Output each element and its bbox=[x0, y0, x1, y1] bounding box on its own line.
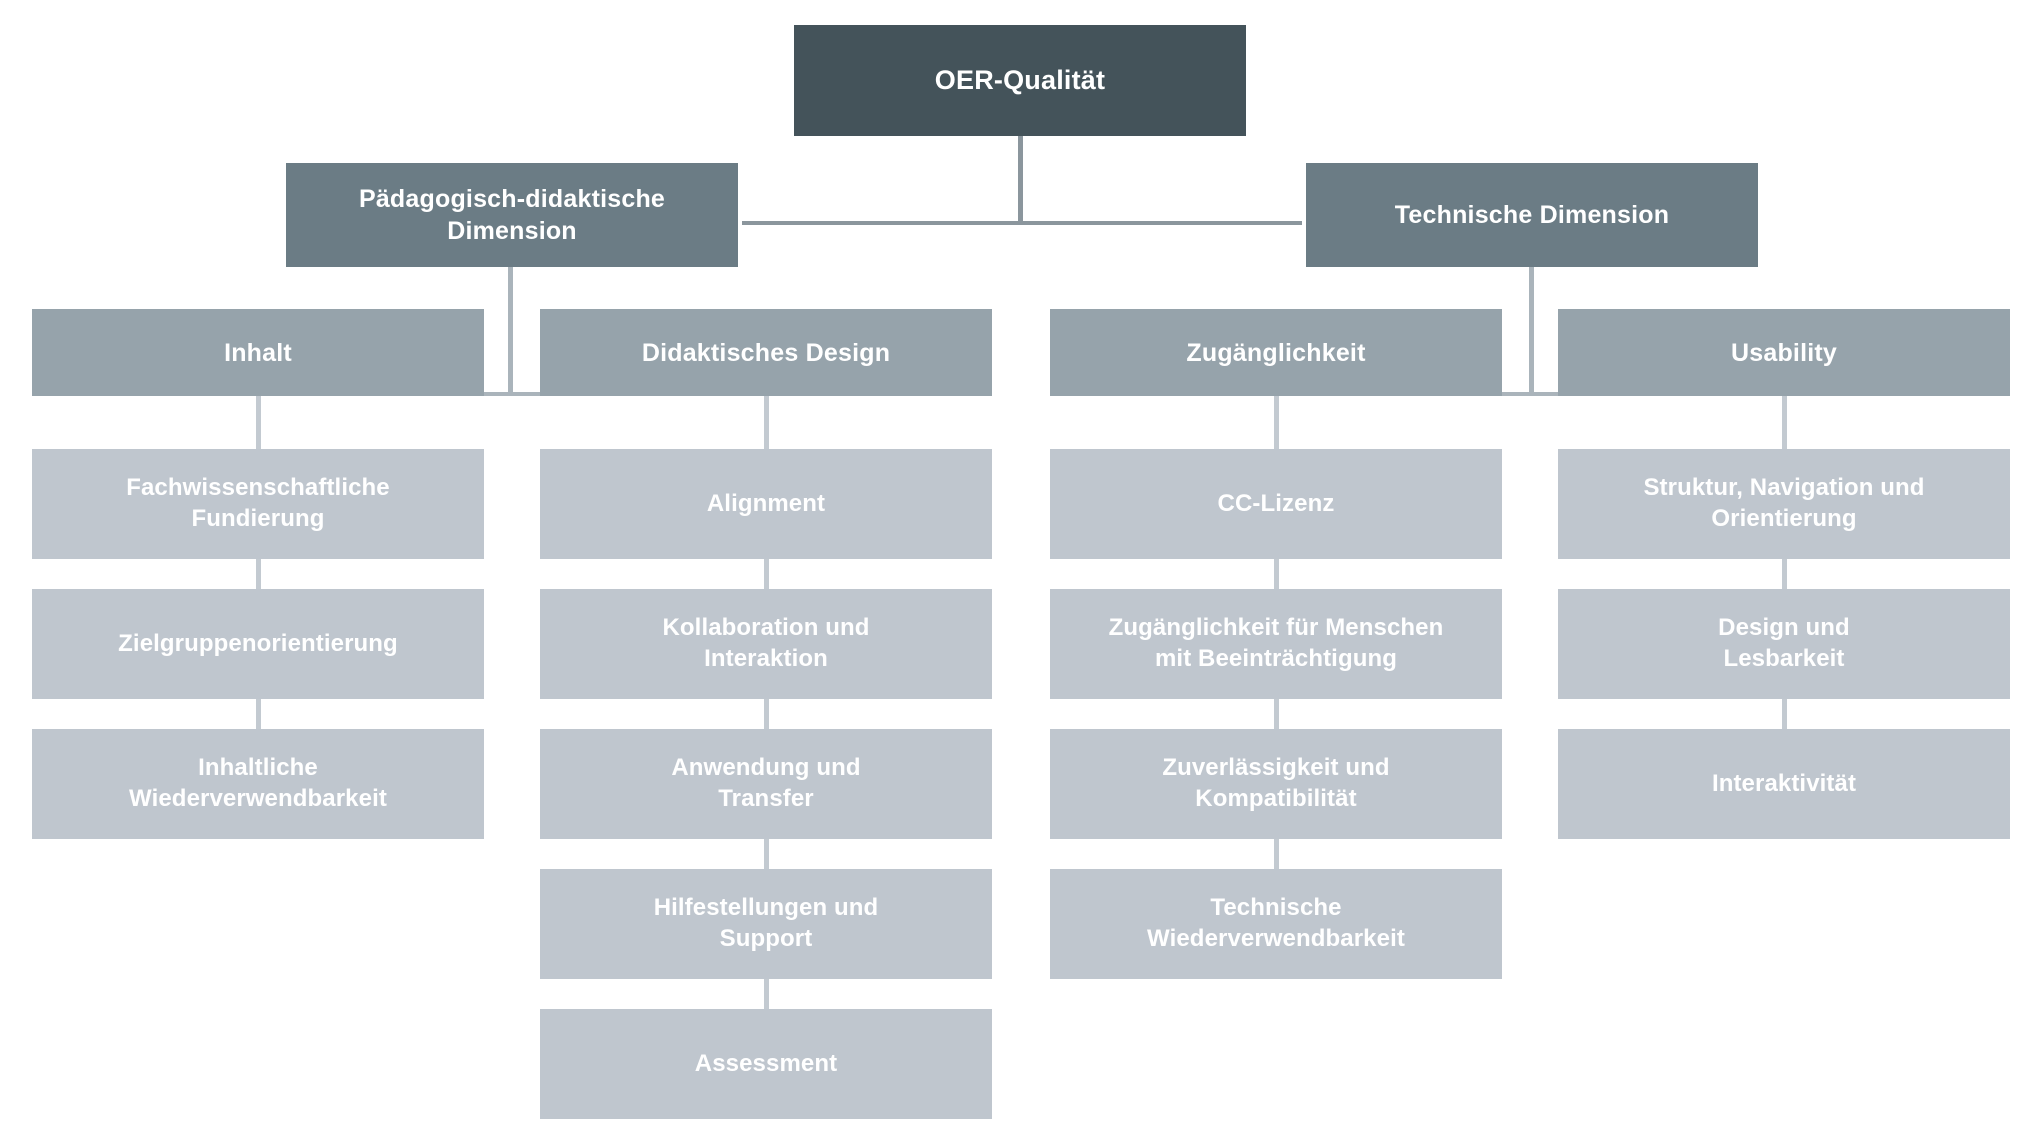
node-criterion-label: Zuverlässigkeit und Kompatibilität bbox=[1162, 754, 1390, 812]
node-criterion-label: Technische Wiederverwendbarkeit bbox=[1147, 894, 1405, 952]
node-criterion-label: Design und Lesbarkeit bbox=[1718, 614, 1850, 672]
node-category-inhalt[interactable]: Inhalt bbox=[32, 309, 484, 396]
connector-right-dimension-vertical bbox=[1529, 267, 1534, 396]
connector-left-category-spine bbox=[258, 392, 758, 396]
node-criterion-assessment[interactable]: Assessment bbox=[540, 1009, 992, 1119]
node-criterion-kollaboration-und-interaktion[interactable]: Kollaboration und Interaktion bbox=[540, 589, 992, 699]
node-criterion-label: Interaktivität bbox=[1711, 769, 1857, 797]
node-dimension-label: Pädagogisch-didaktische Dimension bbox=[358, 185, 666, 245]
node-category-label: Usability bbox=[1731, 338, 1837, 367]
node-criterion-label: Alignment bbox=[706, 489, 826, 517]
node-category-label: Zugänglichkeit bbox=[1186, 338, 1366, 367]
node-root-label: OER-Qualität bbox=[934, 65, 1106, 96]
node-category-zugaenglichkeit[interactable]: Zugänglichkeit bbox=[1050, 309, 1502, 396]
node-criterion-label: Fachwissenschaftliche Fundierung bbox=[126, 474, 390, 532]
node-dimension-technische[interactable]: Technische Dimension bbox=[1306, 163, 1758, 267]
node-criterion-label: CC-Lizenz bbox=[1217, 489, 1335, 517]
node-criterion-label: Assessment bbox=[694, 1049, 838, 1077]
node-category-usability[interactable]: Usability bbox=[1558, 309, 2010, 396]
connector-left-dimension-vertical bbox=[508, 267, 513, 396]
node-category-label: Inhalt bbox=[224, 338, 292, 367]
node-criterion-hilfestellungen-und-support[interactable]: Hilfestellungen und Support bbox=[540, 869, 992, 979]
node-dimension-label: Technische Dimension bbox=[1394, 201, 1670, 229]
connector-root-vertical bbox=[1018, 136, 1023, 224]
node-dimension-paedagogisch-didaktische[interactable]: Pädagogisch-didaktische Dimension bbox=[286, 163, 738, 267]
node-criterion-label: Kollaboration und Interaktion bbox=[662, 614, 870, 672]
node-criterion-struktur-navigation-und-orientierung[interactable]: Struktur, Navigation und Orientierung bbox=[1558, 449, 2010, 559]
node-criterion-inhaltliche-wiederverwendbarkeit[interactable]: Inhaltliche Wiederverwendbarkeit bbox=[32, 729, 484, 839]
node-criterion-label: Hilfestellungen und Support bbox=[653, 894, 879, 952]
node-criterion-label: Zugänglichkeit für Menschen mit Beeinträ… bbox=[1108, 614, 1444, 672]
node-criterion-label: Struktur, Navigation und Orientierung bbox=[1643, 474, 1925, 532]
node-criterion-cc-lizenz[interactable]: CC-Lizenz bbox=[1050, 449, 1502, 559]
node-criterion-zugaenglichkeit-fuer-menschen-mit-beeintraechtigung[interactable]: Zugänglichkeit für Menschen mit Beeinträ… bbox=[1050, 589, 1502, 699]
node-criterion-interaktivitaet[interactable]: Interaktivität bbox=[1558, 729, 2010, 839]
node-criterion-alignment[interactable]: Alignment bbox=[540, 449, 992, 559]
node-criterion-anwendung-und-transfer[interactable]: Anwendung und Transfer bbox=[540, 729, 992, 839]
node-category-didaktisches-design[interactable]: Didaktisches Design bbox=[540, 309, 992, 396]
node-criterion-zielgruppenorientierung[interactable]: Zielgruppenorientierung bbox=[32, 589, 484, 699]
node-criterion-label: Inhaltliche Wiederverwendbarkeit bbox=[129, 754, 387, 812]
connector-right-category-spine bbox=[1279, 392, 1779, 396]
node-criterion-label: Zielgruppenorientierung bbox=[118, 629, 398, 657]
node-criterion-technische-wiederverwendbarkeit[interactable]: Technische Wiederverwendbarkeit bbox=[1050, 869, 1502, 979]
node-category-label: Didaktisches Design bbox=[641, 338, 891, 367]
node-criterion-label: Anwendung und Transfer bbox=[671, 754, 861, 812]
node-criterion-zuverlaessigkeit-und-kompatibilitaet[interactable]: Zuverlässigkeit und Kompatibilität bbox=[1050, 729, 1502, 839]
connector-dimension-spine bbox=[742, 221, 1302, 225]
node-criterion-design-und-lesbarkeit[interactable]: Design und Lesbarkeit bbox=[1558, 589, 2010, 699]
node-root-oer-qualitaet[interactable]: OER-Qualität bbox=[794, 25, 1246, 136]
node-criterion-fachwissenschaftliche-fundierung[interactable]: Fachwissenschaftliche Fundierung bbox=[32, 449, 484, 559]
